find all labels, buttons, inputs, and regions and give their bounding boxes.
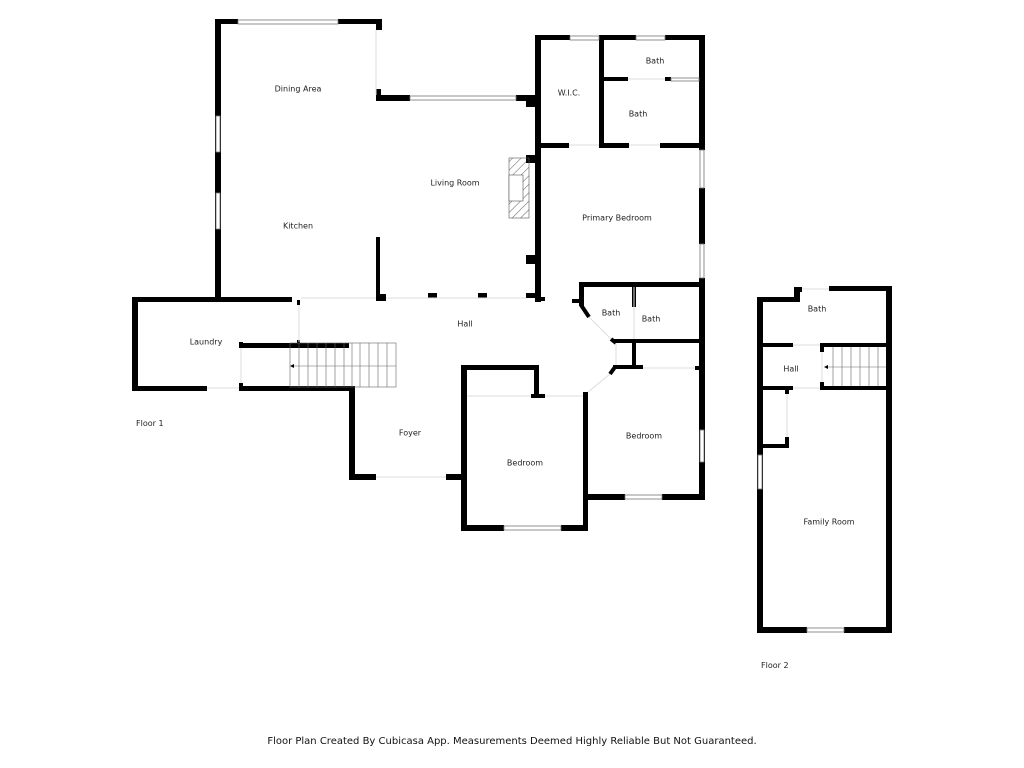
stair-arrow-icon [290,364,294,368]
floor-label-1: Floor 1 [136,419,164,428]
room-label-family-room: Family Room [803,517,855,527]
stair-arrow-icon [824,365,828,369]
room-label-bedroom-left: Bedroom [506,458,544,468]
room-label-laundry: Laundry [189,337,223,347]
stairs-floor-2 [826,347,886,386]
angled-walls [579,303,618,376]
room-label-bath-hall-left: Bath [601,308,621,318]
floor-2-windows [757,454,845,633]
floor-1-walls [132,19,705,531]
room-label-bath-hall-right: Bath [641,314,661,324]
room-label-hall-floor-2: Hall [783,364,799,374]
disclaimer-footer: Floor Plan Created By Cubicasa App. Meas… [267,736,757,747]
floor-2-openings [786,288,829,437]
windows [215,19,705,531]
room-label-bedroom-right: Bedroom [625,431,663,441]
room-label-foyer: Foyer [398,428,422,438]
openings [207,30,695,478]
room-label-bath-primary: Bath [628,109,648,119]
floor-2-walls [757,286,892,633]
room-label-hall: Hall [457,319,473,329]
room-label-bath-floor-2: Bath [807,304,827,314]
room-label-primary-bedroom: Primary Bedroom [582,213,652,223]
room-label-living-room: Living Room [430,178,480,188]
room-label-kitchen: Kitchen [282,221,314,231]
room-label-bath-upper: Bath [645,56,665,66]
room-label-dining-area: Dining Area [274,84,322,94]
fireplace [508,157,530,219]
floor-label-2: Floor 2 [761,661,789,670]
stairs-floor-1 [289,342,397,388]
room-label-wic: W.I.C. [557,88,581,98]
